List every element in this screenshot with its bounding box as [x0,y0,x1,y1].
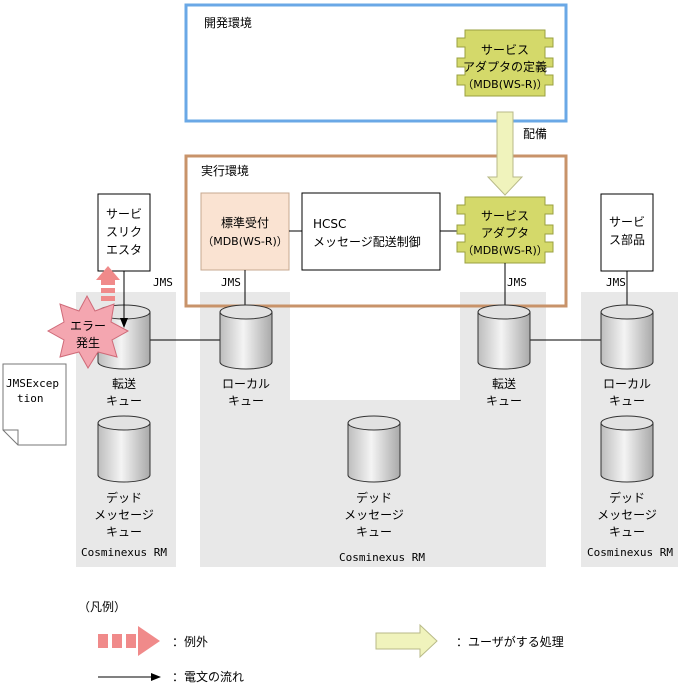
run-environment-label: 実行環境 [201,163,249,178]
jmsexception-line2: tion [17,392,44,405]
dead-message-queue-cylinder-left [97,415,151,483]
service-adapter-definition-box [456,29,554,97]
service-adapter-line3: （MDB(WS-R)） [462,244,548,257]
service-adapter-definition-line2: アダプタの定義 [463,59,547,74]
standard-receiver-line2: （MDB(WS-R)） [202,235,288,248]
jmsexception-document [2,363,67,446]
legend-user-process-arrow [375,623,438,659]
dead-queue-left-line2: メッセージ [94,508,154,522]
local-queue-cylinder-left [219,304,273,370]
standard-receiver-box [200,192,290,271]
dead-message-queue-cylinder-right [600,415,654,483]
transfer-queue-left-line1: 転送 [112,376,136,391]
service-part-line2: ス部品 [609,232,645,247]
jmsexception-document-fold [3,429,19,445]
dead-queue-left-line1: デッド [106,490,142,505]
dead-queue-center-line1: デッド [356,490,392,505]
rm-label-right: Cosminexus RM [587,546,673,559]
legend-user-process-label: ：ユーザがする処理 [456,634,564,649]
dead-message-queue-cylinder-center [347,415,401,483]
jmsexception-line1: JMSExcep [6,377,59,390]
transfer-queue-cylinder-right [477,304,531,370]
dev-environment-frame [184,3,568,123]
service-part-line1: サービ [609,215,645,229]
dead-queue-right-line2: メッセージ [597,508,657,522]
local-queue-cylinder-right [600,304,654,370]
dead-queue-right-line3: キュー [609,525,645,539]
service-part-box [600,193,654,272]
transfer-queue-left-line2: キュー [106,394,142,408]
error-burst-line2: 発生 [76,336,100,350]
run-environment-frame [184,154,568,308]
service-requester-line3: エスタ [106,243,142,257]
service-requester-line1: サービ [106,207,142,221]
legend-exception-arrow [98,626,160,656]
rm-label-left: Cosminexus RM [81,546,167,559]
hcsc-line2: メッセージ配送制御 [313,234,421,249]
local-queue-left-line1: ローカル [222,377,270,391]
local-queue-right-line2: キュー [609,394,645,408]
transfer-queue-right-line1: 転送 [492,376,516,391]
legend-title: （凡例） [78,600,126,614]
hcsc-line1: HCSC [313,217,346,231]
hcsc-box [301,192,441,271]
error-burst [46,294,130,369]
service-adapter-line1: サービス [481,209,529,223]
jms-label-receiver: JMS [221,276,241,289]
error-burst-line1: エラー [70,319,106,333]
dead-queue-left-line3: キュー [106,525,142,539]
local-queue-left-line2: キュー [228,394,264,408]
deploy-arrow [486,111,524,196]
standard-receiver-line1: 標準受付 [221,215,269,230]
service-adapter-definition-line1: サービス [481,43,529,57]
dead-queue-right-line1: デッド [609,490,645,505]
local-queue-right-line1: ローカル [603,377,651,391]
transfer-queue-right-line2: キュー [486,394,522,408]
exception-arrow-up [96,266,120,301]
service-adapter-line2: アダプタ [481,225,529,240]
jms-label-adapter: JMS [507,276,527,289]
deploy-label: 配備 [523,126,547,141]
rm-label-center: Cosminexus RM [339,551,425,564]
legend-message-flow-label: ：電文の流れ [172,669,244,684]
dev-environment-label: 開発環境 [204,15,252,30]
service-adapter-definition-line3: （MDB(WS-R)） [462,78,548,91]
dead-queue-center-line2: メッセージ [344,508,404,522]
service-adapter-box [456,196,554,264]
jms-label-requester: JMS [153,276,173,289]
legend-exception-label: ：例外 [172,635,208,649]
jms-label-part: JMS [606,276,626,289]
service-requester-line2: スリク [106,225,142,239]
dead-queue-center-line3: キュー [356,525,392,539]
